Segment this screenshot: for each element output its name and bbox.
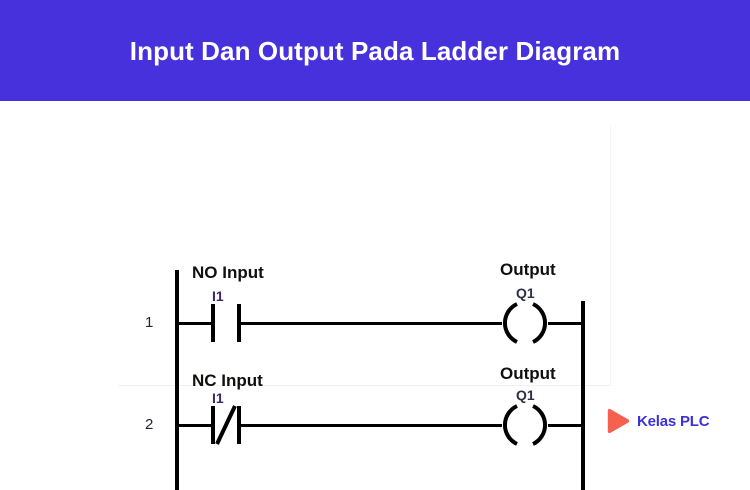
rung-1-output-tag: Q1 bbox=[516, 285, 535, 301]
rung-1-wire-right bbox=[548, 322, 583, 325]
rung-2-output-coil-icon bbox=[499, 401, 551, 449]
rung-2-output-tag: Q1 bbox=[516, 387, 535, 403]
rung-2-number: 2 bbox=[145, 416, 154, 433]
rung-2-wire-right bbox=[548, 424, 583, 427]
rung-2-input-tag: I1 bbox=[212, 390, 224, 406]
brand-name: Kelas PLC bbox=[637, 412, 710, 430]
ladder-diagram-figure bbox=[118, 126, 618, 416]
rung-1-input-label: NO Input bbox=[192, 263, 264, 282]
rung-1-output-coil-icon bbox=[499, 299, 551, 347]
rung-1-output-label: Output bbox=[500, 260, 556, 279]
brand-logo: Kelas PLC bbox=[601, 404, 710, 438]
rung-1-wire-left bbox=[175, 322, 215, 325]
left-power-rail bbox=[175, 270, 179, 490]
rung-2-wire-left bbox=[175, 424, 215, 427]
diagram-area: NO Input I1 Output Q1 1 NC Input I1 Outp… bbox=[0, 101, 750, 490]
right-power-rail bbox=[581, 301, 585, 490]
rung-1-number: 1 bbox=[145, 314, 154, 331]
rung-1-wire-middle bbox=[240, 322, 502, 325]
play-triangle-icon bbox=[601, 404, 635, 438]
figure-right-edge bbox=[610, 126, 611, 386]
rung-2-nc-contact-slash-icon bbox=[213, 404, 239, 446]
header-banner: Input Dan Output Pada Ladder Diagram bbox=[0, 0, 750, 101]
rung-2-nc-contact-bar-left bbox=[211, 406, 215, 444]
rung-2-nc-contact-bar-right bbox=[237, 406, 241, 444]
rung-2-output-label: Output bbox=[500, 364, 556, 383]
rung-1-no-contact-bar-right bbox=[237, 304, 241, 342]
figure-bottom-edge bbox=[118, 385, 611, 386]
rung-1-no-contact-bar-left bbox=[211, 304, 215, 342]
page-title: Input Dan Output Pada Ladder Diagram bbox=[129, 35, 621, 66]
rung-1-input-tag: I1 bbox=[212, 288, 224, 304]
rung-2-wire-middle bbox=[240, 424, 502, 427]
rung-2-input-label: NC Input bbox=[192, 371, 263, 390]
